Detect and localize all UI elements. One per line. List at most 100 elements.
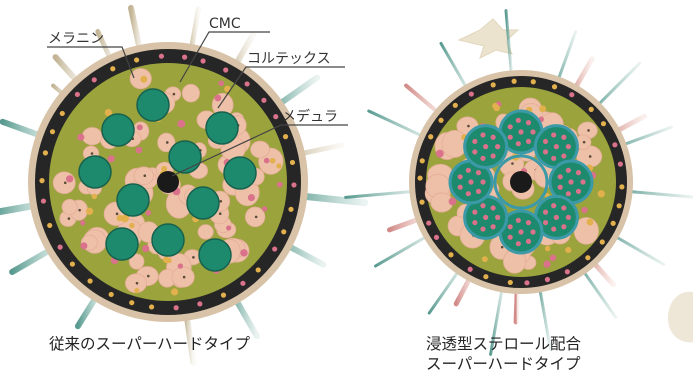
star-shape-top [457,18,520,59]
cuticle-dot [564,269,570,275]
cluster-dot [507,134,513,140]
cuticle-dot [530,79,536,85]
cuticle-dot [617,161,624,167]
cell-nucleus [135,281,139,285]
melanin-granule [121,214,129,223]
cuticle-dot [39,178,45,184]
cluster-dot [542,138,549,145]
cortex-cell [128,253,145,270]
cluster-dot [542,209,549,215]
cluster-dot [475,188,482,194]
melanin-granule [276,181,283,188]
cluster-dot [565,191,571,197]
cuticle-dot [91,77,97,83]
melanin-granule [85,207,94,215]
cluster-dot [568,179,574,185]
cluster-dot [490,224,496,230]
cuticle-dot [417,175,423,181]
melanin-granule [142,245,150,253]
cuticle-dot [569,92,575,98]
caption-sterol-type-line1: 浸透型ステロール配合 [426,335,582,353]
ingredient-circle [168,140,202,174]
cluster-dot [551,203,557,209]
cuticle-dot [468,91,474,97]
melanin-granule [136,124,143,131]
beige-blob-right [668,291,693,343]
cluster-dot [472,209,478,215]
cuticle-dot [197,301,203,307]
melanin-granule [543,260,551,268]
cell-nucleus [182,275,186,279]
cuticle-dot [507,279,513,286]
cuticle-dot [148,304,155,310]
cmc-leader [179,31,270,83]
left-cuticle-dots [39,53,297,311]
cortex-cell [197,224,214,240]
right-cuticle-dots [417,78,625,286]
cluster-dot [575,188,582,194]
cell-nucleus [511,162,514,165]
cluster-dot [515,241,521,247]
cluster-dot [465,191,471,197]
cluster-dot [530,129,536,135]
cuticle-dot [223,67,229,73]
label-melanin: メラニン [48,31,104,47]
left-ingredient-circles [78,88,257,272]
cluster-dot [480,155,486,161]
label-cortex: コルテックス [247,51,331,67]
melanin-granule [170,288,179,296]
cuticle-dot [452,102,458,108]
cuticle-dot [616,203,622,209]
melanin-granule [539,105,547,113]
ingredient-circle [205,111,239,145]
cluster-dot [551,155,557,161]
cell-nucleus [467,124,470,128]
inner-ring [493,154,549,210]
melanin-granule [565,246,572,254]
cuticle-dot [289,159,296,166]
cuticle-dot [619,184,625,190]
cluster-dot [561,224,567,230]
label-medulla: メデュラ [282,108,338,125]
cuticle-dot [588,106,594,112]
label-leader-lines [47,31,348,177]
cuticle-dot [59,110,65,117]
right-medulla [510,171,532,193]
cell-nucleus [254,215,258,219]
cuticle-dot [291,182,297,188]
cluster-dot [483,214,489,220]
cuticle-dot [200,58,206,64]
cluster-dot [565,167,571,173]
melanin-granule [581,206,588,214]
cuticle-dot [544,276,551,283]
cuticle-dot [426,220,432,226]
cuticle-dot [108,291,114,298]
melanin-leader [47,46,135,79]
cell-nucleus [192,256,195,259]
cluster-dot [507,234,513,240]
cell-nucleus [78,208,81,212]
melanin-granule [492,102,499,109]
cuticle-dot [158,53,165,59]
cluster-dot [525,138,532,144]
cell-nucleus [587,129,590,132]
cell-nucleus [582,140,586,144]
ingredient-circle [136,88,170,122]
melanin-granule [544,245,551,252]
melanin-granule [161,165,168,172]
cuticle-dot [87,278,93,284]
cuticle-dot [490,82,496,88]
melanin-granule [214,94,222,102]
melanin-granule [129,222,135,229]
ingredient-circle [78,155,112,189]
cell-nucleus [588,155,592,158]
cuticle-dot [511,78,517,84]
cuticle-dot [612,142,618,148]
melanin-granule [586,218,594,226]
cluster-dot [557,174,563,180]
melanin-granule [226,225,232,231]
cuticle-dot [57,244,63,250]
cuticle-dot [585,255,591,261]
cluster-dot [553,144,559,150]
